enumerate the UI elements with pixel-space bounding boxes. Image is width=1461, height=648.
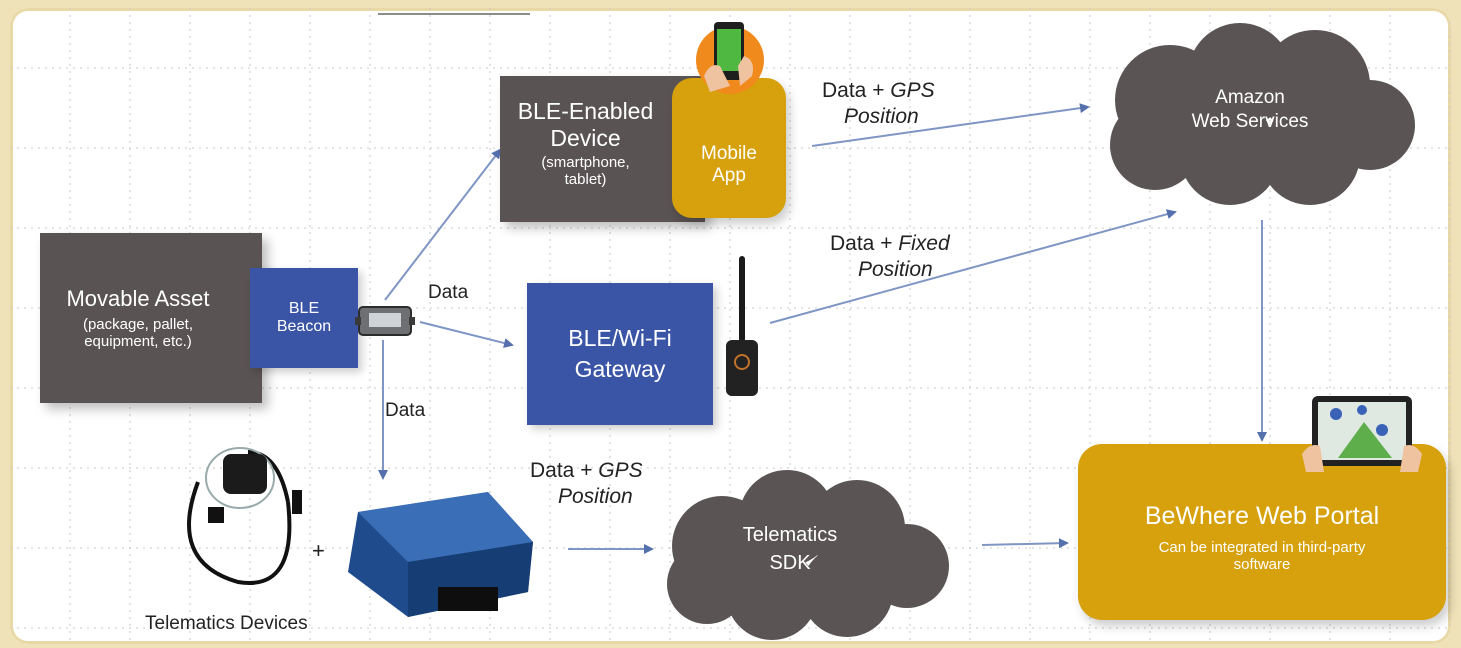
label-gateway-to-aws: Data + Fixed Position <box>830 231 950 283</box>
movable-asset-title: Movable Asset <box>66 286 210 311</box>
aws-line-1: Amazon <box>1215 87 1285 108</box>
ble-beacon-line-1: BLE <box>288 300 320 317</box>
movable-asset-text: Movable Asset (package, pallet, equipmen… <box>40 286 236 350</box>
arrow-gateway-to-aws <box>769 209 1177 324</box>
label-device-to-aws: Data + GPS Position <box>822 78 935 130</box>
arrow-device-to-aws <box>811 103 1090 147</box>
movable-asset-box: Movable Asset (package, pallet, equipmen… <box>40 233 262 403</box>
label-obd-to-sdk-em2: Position <box>558 485 633 508</box>
antenna-gateway-icon <box>726 256 758 396</box>
label-obd-to-sdk: Data + GPS Position <box>530 458 643 510</box>
beacon-device-icon <box>355 306 415 336</box>
telematics-sdk-cloud <box>667 470 949 640</box>
ble-device-sub-1: (smartphone, <box>541 154 630 171</box>
telematics-plus: + <box>312 538 325 563</box>
aws-cloud <box>1110 23 1415 205</box>
label-device-to-aws-prefix: Data + <box>822 79 891 102</box>
arrow-beacon-to-gateway <box>419 321 514 348</box>
gateway-line-2: Gateway <box>574 356 666 382</box>
tablet-map-icon <box>1302 396 1422 472</box>
gps-tracker-cable-icon <box>187 447 302 585</box>
label-obd-to-sdk-em1: GPS <box>598 459 643 482</box>
telematics-sdk-line-1: Telematics <box>742 524 838 546</box>
telematics-sdk-line-2: SDK <box>769 552 811 574</box>
label-beacon-to-obd: Data <box>385 400 426 421</box>
smartphone-in-hand-icon <box>696 22 764 94</box>
arrow-sdk-to-portal <box>981 538 1069 549</box>
mobile-app-line-2: App <box>712 165 746 186</box>
telematics-sdk-label: Telematics SDK <box>700 521 880 577</box>
aws-label: Amazon Web Services <box>1150 86 1350 134</box>
movable-asset-sub-1: (package, pallet, <box>82 316 194 333</box>
label-gateway-to-aws-em1: Fixed <box>898 232 950 255</box>
ble-enabled-device-box: BLE-Enabled Device (smartphone, tablet) <box>500 76 705 222</box>
label-beacon-to-gateway: Data <box>428 282 469 303</box>
mobile-app-line-1: Mobile <box>701 143 757 164</box>
gateway-line-1: BLE/Wi-Fi <box>568 325 672 351</box>
arrow-beacon-to-device <box>384 148 502 301</box>
label-gateway-to-aws-prefix: Data + <box>830 232 899 255</box>
aws-line-2: Web Services <box>1191 111 1309 132</box>
label-gateway-to-aws-em2: Position <box>858 258 933 281</box>
ble-device-title-1: BLE-Enabled <box>517 98 654 124</box>
portal-sub-1: Can be integrated in third-party <box>1158 538 1366 556</box>
ble-device-title-2: Device <box>550 125 621 151</box>
bewhere-portal-box: BeWhere Web Portal Can be integrated in … <box>1078 444 1446 620</box>
label-obd-to-sdk-prefix: Data + <box>530 459 599 482</box>
obd-device-icon <box>348 492 533 617</box>
ble-beacon-line-2: Beacon <box>276 318 332 335</box>
portal-sub-2: software <box>1233 555 1291 573</box>
movable-asset-sub-2: equipment, etc.) <box>84 333 192 350</box>
ble-device-sub-2: tablet) <box>564 171 607 188</box>
gateway-box: BLE/Wi-Fi Gateway <box>527 283 713 425</box>
label-device-to-aws-em1: GPS <box>890 79 935 102</box>
portal-title: BeWhere Web Portal <box>1144 501 1380 530</box>
telematics-devices-label: Telematics Devices <box>145 613 308 634</box>
mobile-app-box: Mobile App <box>672 78 786 218</box>
ble-beacon-box: BLE Beacon <box>250 268 358 368</box>
label-device-to-aws-em2: Position <box>844 105 919 128</box>
